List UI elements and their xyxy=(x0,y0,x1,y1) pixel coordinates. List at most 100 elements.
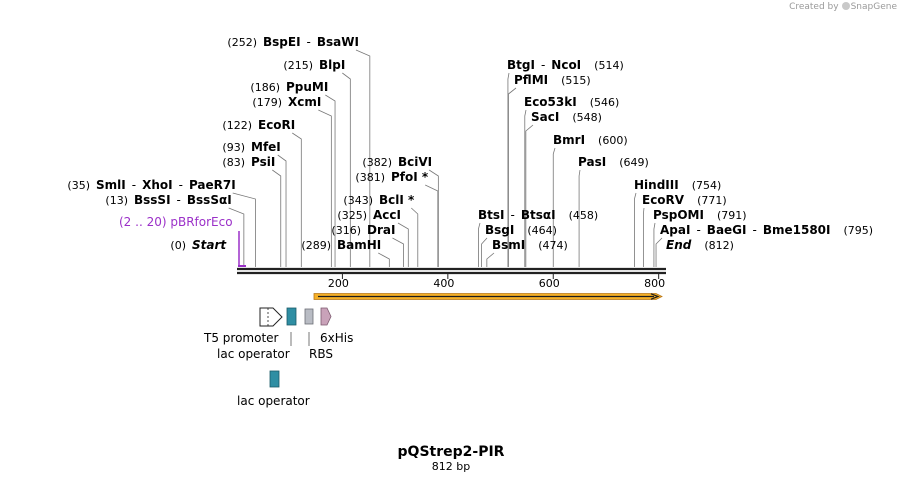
leader-eco53ki xyxy=(524,109,527,267)
cut-site-position: (600) xyxy=(598,134,628,147)
rbs-label: RBS xyxy=(309,347,333,361)
cut-site-btsi-btsai[interactable]: BtsI-BtsαI(458) xyxy=(478,208,598,222)
cut-site-xcmi[interactable]: (179) XcmI xyxy=(252,95,321,109)
leader-bspei-bsawi xyxy=(355,49,371,267)
enzyme-name: BsmI xyxy=(492,238,525,252)
cut-site-end[interactable]: End(812) xyxy=(666,238,734,252)
enzyme-name: EcoRV xyxy=(642,193,685,207)
enzyme-name: BclI * xyxy=(379,193,415,207)
cut-site-ecorv[interactable]: EcoRV(771) xyxy=(642,193,727,207)
leader-pspomi xyxy=(653,222,656,267)
cut-site-bsssi-bsssai[interactable]: (13)BssSI-BssSαI xyxy=(105,193,231,207)
primer-pbrforeco[interactable]: (2 .. 20) pBRforEco xyxy=(119,215,246,267)
cut-site-position: (35) xyxy=(67,179,90,192)
cut-site-position: (179) xyxy=(252,96,282,109)
cut-site-mfei[interactable]: (93)MfeI xyxy=(222,140,280,154)
leader-saci xyxy=(525,124,534,267)
leader-bcli xyxy=(411,207,419,267)
leader-hindiii xyxy=(634,192,637,267)
enzyme-name: XcmI xyxy=(288,95,321,109)
cut-site-ppumi[interactable]: (186)PpuMI xyxy=(250,80,328,94)
primer-label: (2 .. 20) pBRforEco xyxy=(119,215,233,229)
cut-site-blpi[interactable]: (215) BlpI xyxy=(283,58,345,72)
enzyme-name: BssSαI xyxy=(187,193,232,207)
enzyme-name: AccI xyxy=(373,208,401,222)
enzyme-separator: - xyxy=(132,178,136,192)
cut-site-bcli[interactable]: (343)BclI * xyxy=(343,193,415,207)
cut-site-bmri[interactable]: BmrI (600) xyxy=(553,133,628,147)
enzyme-name: EcoRI xyxy=(258,118,295,132)
cut-site-psii[interactable]: (83)PsiI xyxy=(222,155,275,169)
cut-site-bamhi[interactable]: (289)BamHI xyxy=(301,238,381,252)
cut-site-saci[interactable]: SacI(548) xyxy=(531,110,602,124)
cut-site-position: (546) xyxy=(590,96,620,109)
enzyme-name: Eco53kI xyxy=(524,95,577,109)
cut-site-ecori[interactable]: (122) EcoRI xyxy=(222,118,295,132)
cut-site-position: (289) xyxy=(301,239,331,252)
leader-bamhi xyxy=(378,252,390,267)
ruler-tick-label: 600 xyxy=(539,277,560,290)
enzyme-name: BmrI xyxy=(553,133,585,147)
lac-operator-feature-2[interactable] xyxy=(269,370,280,388)
enzyme-name: BssSI xyxy=(134,193,171,207)
cut-site-position: (548) xyxy=(572,111,602,124)
cut-site-bsgi[interactable]: BsgI(464) xyxy=(485,223,557,237)
cut-site-position: (316) xyxy=(331,224,361,237)
cut-site-pasi[interactable]: PasI(649) xyxy=(578,155,649,169)
cut-site-position: (215) xyxy=(283,59,313,72)
cut-site-position: (186) xyxy=(250,81,280,94)
enzyme-name: BtgI xyxy=(507,58,535,72)
cut-site-bspei-bsawi[interactable]: (252)BspEI-BsaWI xyxy=(227,35,359,49)
credit-prefix: Created by xyxy=(789,2,839,12)
cut-site-bcivi[interactable]: (382)BciVI xyxy=(362,155,432,169)
cut-site-position: (122) xyxy=(222,119,252,132)
snapgene-logo-icon xyxy=(841,2,850,10)
leader-ecorv xyxy=(642,207,645,267)
cut-site-pflmi[interactable]: PflMI (515) xyxy=(514,73,591,87)
map-title: pQStrep2-PIR xyxy=(398,444,505,460)
enzyme-name: BlpI xyxy=(319,58,345,72)
leader-btgi-ncoi xyxy=(507,72,510,267)
enzyme-name: XhoI xyxy=(142,178,173,192)
cut-site-position: (514) xyxy=(594,59,624,72)
enzyme-name: BtsαI xyxy=(521,208,556,222)
cut-site-pspomi[interactable]: PspOMI(791) xyxy=(653,208,747,222)
cut-site-drai[interactable]: (316)DraI xyxy=(331,223,395,237)
cut-site-smli-xhoi-paer7i[interactable]: (35)SmlI-XhoI-PaeR7I xyxy=(67,178,235,192)
cut-site-start[interactable]: (0)Start xyxy=(170,238,227,252)
enzyme-name: PflMI xyxy=(514,73,548,87)
leader-ecori xyxy=(292,132,302,267)
rbs-feature[interactable] xyxy=(304,308,314,325)
cut-site-acci[interactable]: (325)AccI xyxy=(337,208,401,222)
cut-site-position: (795) xyxy=(844,224,874,237)
6xhis-label: 6xHis xyxy=(320,331,353,345)
cut-site-eco53ki[interactable]: Eco53kI (546) xyxy=(524,95,619,109)
enzyme-name: PaeR7I xyxy=(189,178,236,192)
6xhis-feature[interactable] xyxy=(320,307,332,326)
cut-site-position: (0) xyxy=(170,239,186,252)
cut-site-position: (649) xyxy=(619,156,649,169)
leader-bsmi xyxy=(486,252,495,267)
cut-site-labels: (252)BspEI-BsaWI(215)BlpI(186)PpuMI(179)… xyxy=(67,35,873,252)
cut-site-btgi-ncoi[interactable]: BtgI-NcoI(514) xyxy=(507,58,624,72)
t5-promoter-feature[interactable] xyxy=(259,307,283,327)
lac-operator-feature-1[interactable] xyxy=(286,307,297,326)
ruler-tick-label: 200 xyxy=(328,277,349,290)
orf-arrow[interactable] xyxy=(313,293,663,300)
enzyme-name: HindIII xyxy=(634,178,679,192)
cut-site-position: (381) xyxy=(355,171,385,184)
enzyme-name: BspEI xyxy=(263,35,301,49)
cut-site-position: (382) xyxy=(362,156,392,169)
cut-site-bsmi[interactable]: BsmI(474) xyxy=(492,238,568,252)
cut-site-position: (515) xyxy=(561,74,591,87)
enzyme-name: SmlI xyxy=(96,178,126,192)
cut-site-apai-baegi-bme1580i[interactable]: ApaI-BaeGI-Bme1580I(795) xyxy=(660,223,873,237)
enzyme-name: ApaI xyxy=(660,223,690,237)
cut-site-hindiii[interactable]: HindIII(754) xyxy=(634,178,721,192)
leader-bcivi xyxy=(428,169,439,267)
cut-site-position: (13) xyxy=(105,194,128,207)
cut-site-pfoi[interactable]: (381)PfoI * xyxy=(355,170,428,184)
leader-bsssi-bsssai xyxy=(228,207,245,267)
leader-pasi xyxy=(578,169,581,267)
